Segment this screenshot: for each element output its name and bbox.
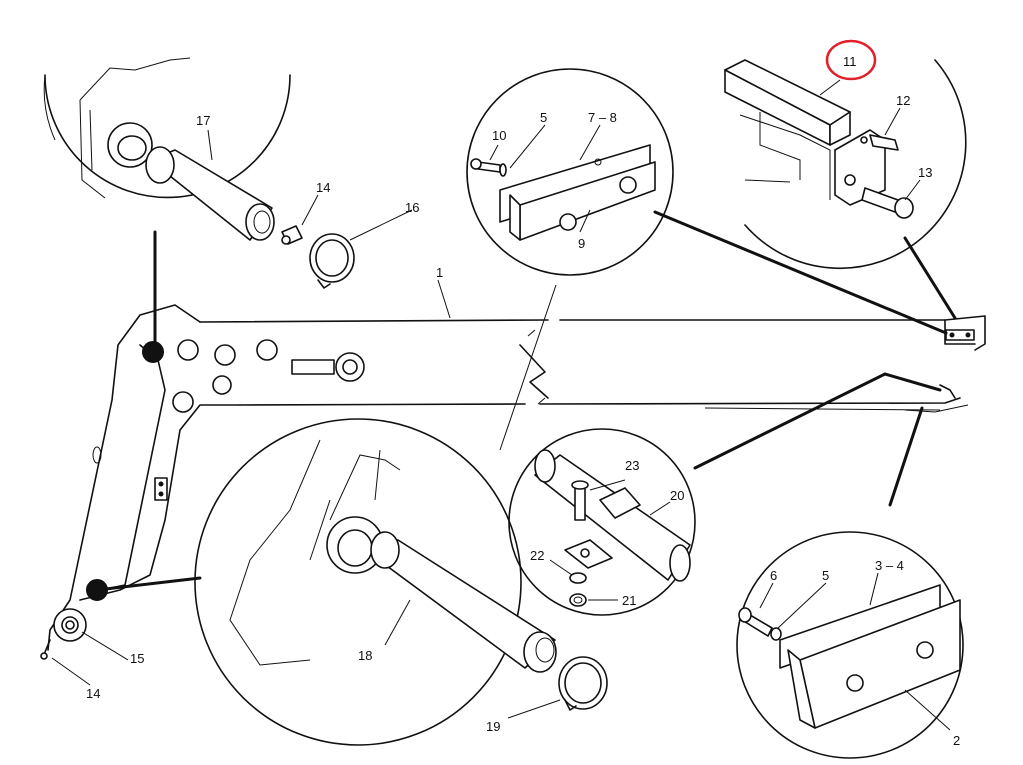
label-part-14-lower: 14 <box>86 686 100 701</box>
boom-assembly <box>40 284 986 660</box>
part-labels: 1 17 14 16 10 5 7 – 8 9 11 12 13 23 20 2… <box>86 54 960 748</box>
label-part-3-4: 3 – 4 <box>875 558 904 573</box>
label-part-13: 13 <box>918 165 932 180</box>
label-part-14-upper: 14 <box>316 180 330 195</box>
label-part-22: 22 <box>530 548 544 563</box>
label-part-1: 1 <box>436 265 443 280</box>
label-part-16: 16 <box>405 200 419 215</box>
label-part-23: 23 <box>625 458 639 473</box>
label-part-15: 15 <box>130 651 144 666</box>
highlight-ring <box>825 39 877 81</box>
callout-connectors <box>95 210 957 592</box>
detail-circle-tube-clamp <box>508 428 696 616</box>
label-part-10: 10 <box>492 128 506 143</box>
label-part-6: 6 <box>770 568 777 583</box>
label-part-11: 11 <box>843 54 857 69</box>
label-part-12: 12 <box>896 93 910 108</box>
label-part-20: 20 <box>670 488 684 503</box>
label-part-9: 9 <box>578 236 585 251</box>
detail-circle-upper-pin <box>43 57 355 289</box>
label-part-2: 2 <box>953 733 960 748</box>
label-part-5-upper: 5 <box>540 110 547 125</box>
detail-circle-upper-wearpad <box>466 68 674 276</box>
label-part-19: 19 <box>486 719 500 734</box>
label-part-5-lower: 5 <box>822 568 829 583</box>
label-part-18: 18 <box>358 648 372 663</box>
detail-circle-lower-wearpad <box>736 531 964 759</box>
detail-circle-end-cap <box>724 39 967 270</box>
label-part-21: 21 <box>622 593 636 608</box>
pin-marker-upper <box>142 341 164 363</box>
label-leaders <box>51 79 951 731</box>
label-part-7-8: 7 – 8 <box>588 110 617 125</box>
detail-circle-lower-pin <box>194 418 608 746</box>
label-part-17: 17 <box>196 113 210 128</box>
